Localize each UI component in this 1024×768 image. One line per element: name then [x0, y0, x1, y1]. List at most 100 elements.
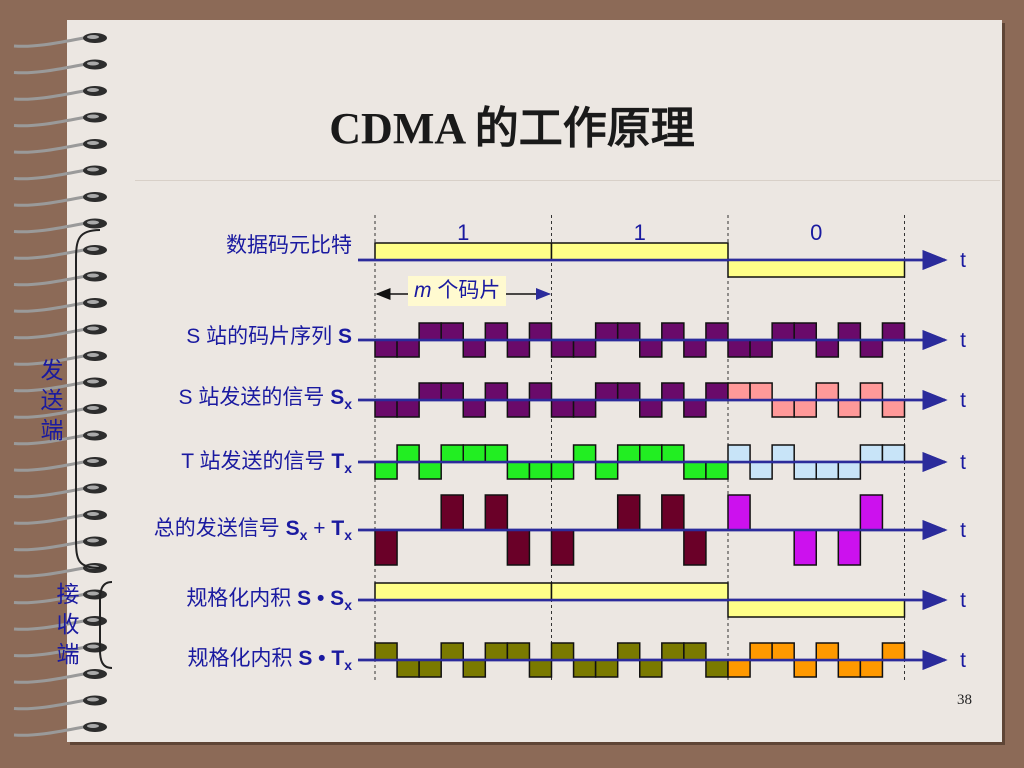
waveform-segment	[661, 444, 685, 463]
waveform-segment	[462, 659, 487, 678]
spiral-highlight	[87, 114, 99, 119]
row-label-subscript: x	[299, 527, 308, 544]
spiral-highlight	[87, 247, 99, 251]
waveform-segment	[727, 382, 751, 401]
waveform-segment	[727, 659, 751, 678]
waveform-segment	[881, 444, 906, 463]
waveform-segment	[506, 529, 531, 566]
waveform-segment	[837, 529, 862, 566]
spiral-highlight	[87, 724, 99, 728]
spiral-highlight	[87, 671, 99, 675]
waveform-segment	[705, 461, 729, 480]
chip-span-variable: m	[414, 279, 432, 302]
waveform-segment	[837, 659, 862, 678]
row-label-symbol: S	[330, 386, 345, 409]
spiral-highlight	[87, 591, 99, 596]
row-label-text: T 站发送的信号	[181, 450, 332, 473]
row-label-t_sig: T 站发送的信号 Tx	[181, 445, 352, 476]
waveform-segment	[572, 444, 597, 463]
row-label-inner_t: 规格化内积 S • Tx	[188, 642, 353, 673]
waveform-segment	[771, 444, 795, 463]
chip-span-text: 个码片	[431, 279, 501, 302]
row-label-subscript: x	[344, 396, 352, 413]
row-label-text: 规格化内积	[186, 587, 298, 610]
spiral-highlight	[87, 88, 99, 92]
chip-span-label: m 个码片	[408, 276, 507, 306]
waveform-segment	[771, 322, 795, 341]
waveform-segment	[859, 339, 884, 358]
waveform-segment	[815, 339, 840, 358]
waveform-segment	[793, 399, 817, 418]
waveform-segment	[550, 529, 575, 566]
inner-product-t-waveform	[374, 642, 906, 678]
t-signal-waveform	[374, 444, 906, 480]
waveform-segment	[727, 494, 751, 531]
waveform-segment	[440, 322, 464, 341]
waveform-segment	[396, 659, 420, 678]
waveform-segment	[374, 582, 553, 601]
waveform-segment	[727, 444, 751, 463]
receiver-side-label: 收	[57, 612, 80, 638]
waveform-segment	[594, 659, 619, 678]
waveform-segment	[727, 339, 751, 358]
waveform-segment	[506, 339, 531, 358]
waveform-segment	[661, 494, 685, 531]
sender-side-label: 送	[41, 388, 64, 414]
spiral-highlight	[87, 538, 99, 543]
waveform-segment	[837, 399, 862, 418]
waveform-segment	[793, 529, 817, 566]
waveform-segment	[616, 642, 641, 661]
t-axis-label: t	[960, 329, 966, 352]
waveform-segment	[837, 322, 862, 341]
spiral-binding	[13, 33, 107, 737]
spiral-highlight	[87, 141, 99, 145]
waveform-segment	[683, 399, 707, 418]
waveform-segment	[616, 444, 641, 463]
bit-label: 0	[810, 220, 822, 245]
waveform-segment	[815, 382, 840, 401]
waveform-segment	[859, 444, 884, 463]
spiral-highlight	[87, 697, 99, 702]
waveform-segment	[418, 322, 442, 341]
waveform-segment	[594, 322, 619, 341]
t-axis-label: t	[960, 589, 966, 612]
waveform-segment	[749, 339, 773, 358]
waveform-segment	[661, 322, 685, 341]
waveform-segment	[639, 659, 663, 678]
waveform-segment	[683, 642, 707, 661]
spiral-highlight	[87, 326, 99, 331]
waveform-segment	[506, 642, 531, 661]
spiral-highlight	[87, 512, 99, 516]
waveform-segment	[683, 339, 707, 358]
waveform-segment	[859, 494, 884, 531]
waveform-segment	[881, 399, 906, 418]
waveform-segment	[859, 659, 884, 678]
slide-background	[67, 20, 1002, 742]
bit-label: 1	[634, 220, 646, 245]
spiral-highlight	[87, 61, 99, 66]
row-label-subscript: x	[344, 460, 352, 477]
receiver-bracket	[99, 581, 113, 669]
waveform-segment	[484, 322, 509, 341]
waveform-segment	[616, 494, 641, 531]
waveform-segment	[749, 461, 773, 480]
row-label-symbol-2: T	[331, 517, 345, 540]
waveform-segment	[727, 259, 906, 278]
row-label-subscript-2: x	[344, 527, 352, 544]
waveform-segment	[374, 242, 553, 261]
waveform-segment	[881, 322, 906, 341]
waveform-segment	[771, 399, 795, 418]
row-label-inner_s: 规格化内积 S • Sx	[186, 582, 352, 613]
waveform-segment	[418, 659, 442, 678]
waveform-segment	[418, 461, 442, 480]
waveform-segment	[727, 599, 906, 618]
row-label-subscript: x	[344, 657, 352, 674]
waveform-segment	[550, 582, 729, 601]
waveform-segment	[528, 659, 553, 678]
waveform-segment	[859, 382, 884, 401]
waveform-segment	[484, 444, 509, 463]
waveform-segment	[484, 642, 509, 661]
waveform-segment	[528, 461, 553, 480]
page-number: 38	[957, 692, 972, 708]
waveform-segment	[639, 444, 663, 463]
